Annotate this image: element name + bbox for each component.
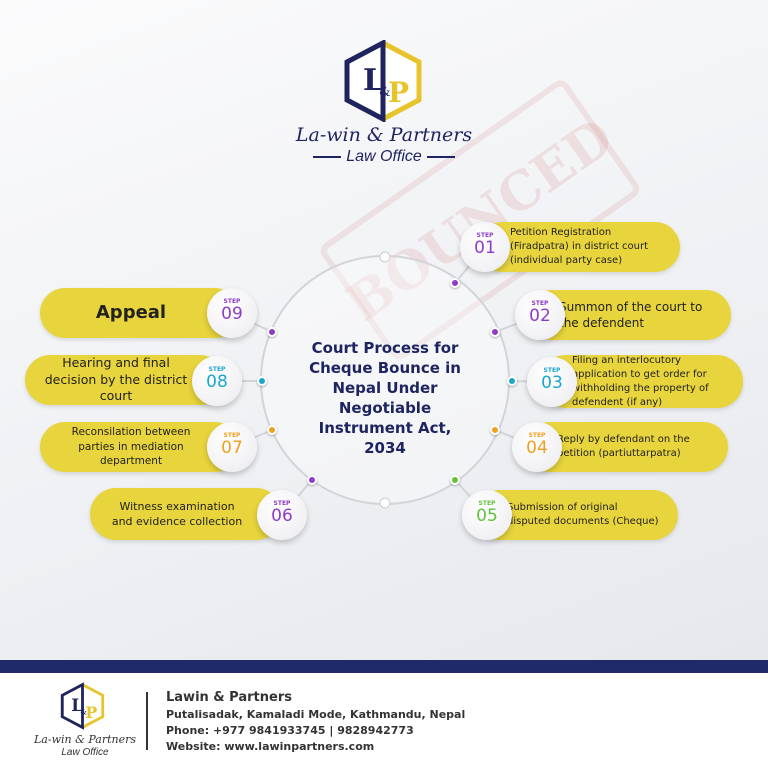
brand-name: La-win & Partners bbox=[295, 124, 473, 146]
footer bbox=[0, 673, 768, 768]
step-label: STEP bbox=[543, 367, 561, 374]
step-02-dot bbox=[490, 327, 500, 337]
step-text: Reconsilation between parties in mediati… bbox=[71, 426, 191, 468]
svg-text:&: & bbox=[80, 707, 87, 716]
svg-text:&: & bbox=[379, 85, 391, 100]
step-07-pill: Reconsilation between parties in mediati… bbox=[40, 422, 240, 472]
step-label: STEP bbox=[476, 232, 494, 239]
step-text: Reply by defendant on the petition (part… bbox=[557, 434, 690, 459]
step-01-pill: Petition Registration (Firadpatra) in di… bbox=[478, 222, 680, 272]
step-09-dot bbox=[267, 327, 277, 337]
step-text: Appeal bbox=[95, 302, 167, 323]
step-08-pill: Hearing and final decision by the distri… bbox=[25, 355, 225, 405]
footer-company: Lawin & Partners bbox=[166, 690, 292, 705]
step-text: Submission of original disputed document… bbox=[507, 502, 659, 527]
step-09-pill: Appeal bbox=[40, 288, 240, 338]
step-number: 01 bbox=[474, 238, 496, 258]
svg-text:P: P bbox=[388, 76, 409, 109]
step-06-dot bbox=[307, 475, 317, 485]
step-text: Witness examination and evidence collect… bbox=[111, 500, 243, 528]
step-08-dot bbox=[257, 376, 267, 386]
step-label: STEP bbox=[478, 500, 496, 507]
brand-subtitle: Law Office bbox=[0, 148, 768, 166]
step-label: STEP bbox=[528, 432, 546, 439]
step-number: 05 bbox=[476, 506, 498, 526]
step-number: 02 bbox=[529, 306, 551, 326]
diagram-title: Court Process for Cheque Bounce in Nepal… bbox=[309, 339, 461, 457]
footer-divider bbox=[146, 692, 148, 750]
footer-brand-name: La-win & Partners bbox=[33, 733, 137, 746]
step-04-dot bbox=[490, 425, 500, 435]
step-number: 06 bbox=[271, 506, 293, 526]
svg-text:P: P bbox=[85, 703, 97, 722]
step-label: STEP bbox=[208, 366, 226, 373]
step-text: Hearing and final decision by the distri… bbox=[44, 355, 188, 404]
step-label: STEP bbox=[223, 298, 241, 305]
step-label: STEP bbox=[273, 500, 291, 507]
footer-brand-subtitle: Law Office bbox=[61, 747, 109, 758]
footer-website[interactable]: Website: www.lawinpartners.com bbox=[166, 740, 375, 753]
footer-address: Putalisadak, Kamaladi Mode, Kathmandu, N… bbox=[166, 708, 466, 721]
step-text: Filing an interlocutory application to g… bbox=[572, 354, 709, 408]
step-number: 03 bbox=[541, 373, 563, 393]
step-06-pill: Witness examination and evidence collect… bbox=[90, 488, 282, 540]
svg-text:L: L bbox=[363, 63, 384, 98]
step-03-dot bbox=[507, 376, 517, 386]
footer-bar bbox=[0, 660, 768, 673]
step-01-dot bbox=[450, 278, 460, 288]
step-number: 08 bbox=[206, 372, 228, 392]
step-text: Summon of the court to the defendent bbox=[559, 300, 703, 330]
step-number: 07 bbox=[221, 438, 243, 458]
step-text: Petition Registration (Firadpatra) in di… bbox=[510, 227, 649, 266]
step-07-dot bbox=[267, 425, 277, 435]
step-label: STEP bbox=[223, 432, 241, 439]
step-05-dot bbox=[450, 475, 460, 485]
step-label: STEP bbox=[531, 300, 549, 307]
svg-text:L: L bbox=[71, 695, 83, 715]
footer-phone[interactable]: Phone: +977 9841933745 | 9828942773 bbox=[166, 724, 414, 737]
step-number: 09 bbox=[221, 304, 243, 324]
footer-logo: L & P bbox=[60, 682, 105, 730]
law-firm-logo: L & P bbox=[344, 40, 422, 122]
step-number: 04 bbox=[526, 438, 548, 458]
